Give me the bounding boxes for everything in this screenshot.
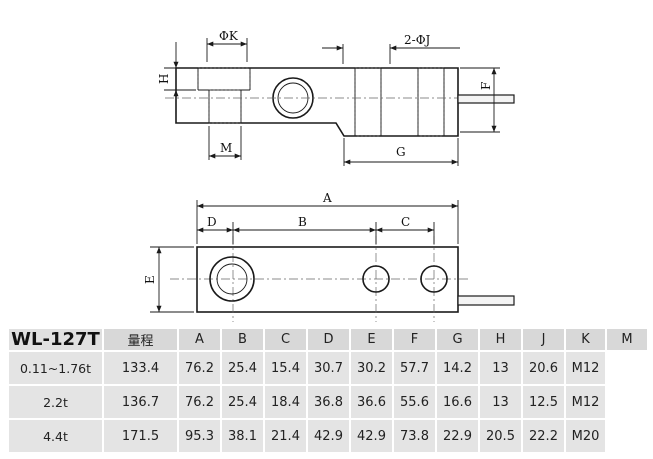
header-cell: E — [349, 327, 394, 352]
top-mount-hole-2 — [420, 265, 448, 293]
table-cell: 22.9 — [435, 418, 480, 454]
header-cell: B — [220, 327, 265, 352]
table-cell: 13 — [478, 384, 523, 420]
table-cell: 73.8 — [392, 418, 437, 454]
side-view-body — [175, 67, 459, 137]
range-cell: 0.11~1.76t — [7, 350, 104, 386]
top-through-hole-inner — [216, 263, 248, 295]
table-cell: 30.2 — [349, 350, 394, 386]
table-cell: 12.5 — [521, 384, 566, 420]
mount-hole-2 — [417, 67, 445, 137]
table-cell: 42.9 — [349, 418, 394, 454]
mount-hole-1 — [354, 67, 382, 137]
spec-table: WL-127T 量程 A B C D E F G H J K M 0.11~1.… — [7, 327, 649, 454]
dim-label-a: A — [322, 191, 332, 205]
range-cell: 4.4t — [7, 418, 104, 454]
thread-hole-m — [208, 89, 242, 124]
table-cell: 13 — [478, 350, 523, 386]
table-row: 0.11~1.76t 133.4 76.2 25.4 15.4 30.7 30.… — [7, 350, 648, 386]
table-cell: 20.6 — [521, 350, 566, 386]
model-name: WL-127T — [7, 327, 104, 352]
table-cell: 18.4 — [263, 384, 308, 420]
table-row: 4.4t 171.5 95.3 38.1 21.4 42.9 42.9 73.8… — [7, 418, 648, 454]
table-row: 2.2t 136.7 76.2 25.4 18.4 36.8 36.6 55.6… — [7, 384, 648, 420]
header-cell: D — [306, 327, 351, 352]
table-cell: 171.5 — [102, 418, 179, 454]
dim-label-d: D — [207, 215, 217, 229]
dim-label-two-phi-j: 2-ΦJ — [404, 33, 431, 47]
table-cell: 36.6 — [349, 384, 394, 420]
header-cell: J — [521, 327, 566, 352]
header-cell: M — [605, 327, 649, 352]
table-cell: 30.7 — [306, 350, 351, 386]
dim-label-m: M — [220, 141, 232, 155]
top-view: A D B C E — [143, 191, 515, 322]
dim-label-e: E — [143, 275, 157, 284]
header-cell: H — [478, 327, 523, 352]
table-cell: 76.2 — [177, 384, 222, 420]
thread-hole-k — [197, 67, 251, 91]
table-cell: 21.4 — [263, 418, 308, 454]
table-cell: 16.6 — [435, 384, 480, 420]
top-through-hole-outer — [209, 256, 255, 302]
table-cell: M12 — [564, 384, 607, 420]
table-cell: 133.4 — [102, 350, 179, 386]
top-mount-hole-1 — [362, 265, 390, 293]
side-view: ΦK 2-ΦJ H F M G — [157, 29, 515, 166]
technical-drawing: ΦK 2-ΦJ H F M G — [143, 29, 515, 322]
dim-label-c: C — [401, 215, 410, 229]
header-cell: A — [177, 327, 222, 352]
dim-label-f: F — [479, 82, 493, 90]
cable-top — [457, 295, 515, 306]
dim-label-h: H — [157, 74, 171, 84]
table-cell: M12 — [564, 350, 607, 386]
header-row: WL-127T 量程 A B C D E F G H J K M — [7, 327, 649, 352]
header-cell: F — [392, 327, 437, 352]
top-view-body — [196, 246, 459, 313]
table-cell: 20.5 — [478, 418, 523, 454]
dim-label-g: G — [396, 145, 406, 159]
range-cell: 2.2t — [7, 384, 104, 420]
spec-table-body: 0.11~1.76t 133.4 76.2 25.4 15.4 30.7 30.… — [7, 350, 648, 454]
header-cell: G — [435, 327, 480, 352]
header-cell: 量程 — [102, 327, 179, 352]
header-cell: K — [564, 327, 607, 352]
table-cell: 25.4 — [220, 350, 265, 386]
table-cell: 57.7 — [392, 350, 437, 386]
table-cell: 38.1 — [220, 418, 265, 454]
table-cell: 22.2 — [521, 418, 566, 454]
table-cell: 25.4 — [220, 384, 265, 420]
table-cell: M20 — [564, 418, 607, 454]
spec-table-header: WL-127T 量程 A B C D E F G H J K M — [7, 327, 649, 352]
table-cell: 95.3 — [177, 418, 222, 454]
table-cell: 76.2 — [177, 350, 222, 386]
cable-side — [457, 94, 515, 104]
table-cell: 36.8 — [306, 384, 351, 420]
dim-label-phi-k: ΦK — [219, 29, 239, 43]
table-cell: 136.7 — [102, 384, 179, 420]
table-cell: 15.4 — [263, 350, 308, 386]
dim-label-b: B — [298, 215, 307, 229]
table-cell: 14.2 — [435, 350, 480, 386]
header-cell: C — [263, 327, 308, 352]
table-cell: 55.6 — [392, 384, 437, 420]
table-cell: 42.9 — [306, 418, 351, 454]
